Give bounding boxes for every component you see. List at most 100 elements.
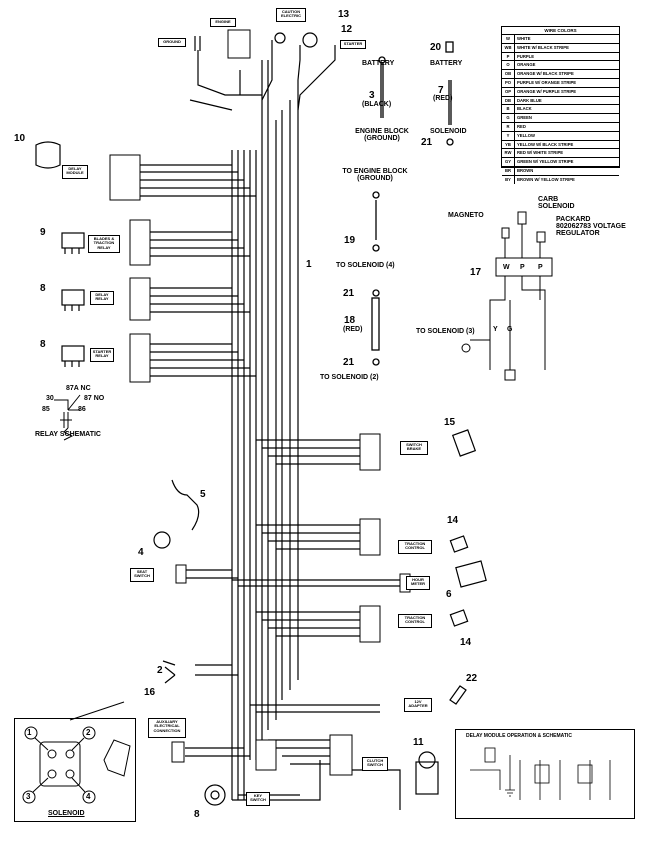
- legend-color-name: RED W/ WHITE STRIPE: [517, 150, 564, 156]
- reg-pin-y: Y: [493, 326, 498, 333]
- legend-title: WIRE COLORS: [502, 27, 619, 35]
- legend-code: BY: [502, 175, 515, 184]
- legend-color-name: BROWN W/ YELLOW STRIPE: [517, 176, 575, 182]
- relay-85-label: 85: [42, 406, 50, 413]
- legend-code: BR: [502, 166, 515, 175]
- legend-color-name: RED: [517, 123, 526, 129]
- callout-7: 7: [438, 85, 444, 96]
- legend-code: PO: [502, 78, 515, 87]
- legend-color-name: ORANGE: [517, 62, 536, 68]
- relay-30-label: 30: [46, 395, 54, 402]
- relay-87a-label: 87A NC: [66, 385, 91, 392]
- seat-switch-label: SEAT SWITCH: [130, 568, 154, 582]
- relay-86-label: 86: [78, 406, 86, 413]
- legend-color-name: ORANGE W/ PURPLE STRIPE: [517, 88, 577, 94]
- legend-code: Y: [502, 131, 515, 140]
- callout-5: 5: [200, 489, 206, 500]
- reg-pin-w: W: [503, 264, 510, 271]
- delay-module-schematic-box: [455, 729, 635, 819]
- callout-12: 12: [341, 24, 353, 35]
- blades-traction-relay-label: BLADES & TRACTION RELAY: [88, 235, 120, 253]
- callout-8-top: 8: [40, 283, 46, 294]
- relay-schematic-label: RELAY SCHEMATIC: [35, 431, 101, 438]
- callout-3: 3: [369, 90, 375, 101]
- misc-components: [153, 32, 487, 806]
- switch-brake-label: SWITCH BRAKE: [400, 441, 428, 455]
- battery-label-right: BATTERY: [430, 60, 463, 67]
- legend-color-name: ORANGE W/ BLACK STRIPE: [517, 71, 574, 77]
- callout-17: 17: [470, 267, 482, 278]
- black-label: (BLACK): [362, 101, 392, 108]
- delay-module-schematic: [470, 747, 611, 800]
- callout-2: 2: [157, 665, 163, 676]
- key-switch-label: KEY SWITCH: [246, 792, 270, 806]
- callout-13: 13: [338, 9, 350, 20]
- callout-21-bottom: 21: [343, 357, 355, 368]
- legend-color-name: DARK BLUE: [517, 97, 542, 103]
- starter-label: STARTER: [340, 40, 366, 49]
- legend-code: DB: [502, 96, 515, 105]
- solenoid-inset: [14, 718, 136, 822]
- legend-color-name: GREEN: [517, 115, 532, 121]
- engine-block-ground-label: ENGINE BLOCK (GROUND): [355, 128, 409, 142]
- callout-16: 16: [144, 687, 156, 698]
- to-solenoid-4-label: TO SOLENOID (4): [336, 262, 395, 269]
- clutch-switch-label: CLUTCH SWITCH: [362, 757, 388, 771]
- legend-color-name: BROWN: [517, 167, 534, 173]
- caution-electric-label: CAUTION ELECTRIC: [276, 8, 306, 22]
- callout-14-bottom: 14: [460, 637, 472, 648]
- callout-21-top: 21: [421, 137, 433, 148]
- reg-pin-p2: P: [538, 264, 543, 271]
- solenoid-terminal-3: 3: [26, 792, 31, 801]
- to-solenoid-3-label: TO SOLENOID (3): [416, 328, 475, 335]
- callout-22: 22: [466, 673, 478, 684]
- voltage-regulator-label: PACKARD 802062783 VOLTAGE REGULATOR: [556, 216, 626, 237]
- callout-19: 19: [344, 235, 356, 246]
- solenoid-label-top: SOLENOID: [430, 128, 467, 135]
- starter-relay-label: STARTER RELAY: [90, 348, 114, 362]
- regulator-circuit: [461, 211, 553, 381]
- legend-color-name: PURPLE W/ ORANGE STRIPE: [517, 79, 577, 85]
- ground-label: GROUND: [158, 38, 186, 47]
- auxiliary-connection-label: AUXILIARY ELECTRICAL CONNECTION: [148, 718, 186, 738]
- legend-code: B: [502, 105, 515, 114]
- callout-1: 1: [306, 259, 312, 270]
- magneto-label: MAGNETO: [448, 212, 484, 219]
- legend-color-name: WHITE W/ BLACK STRIPE: [517, 44, 569, 50]
- callout-11: 11: [413, 737, 424, 748]
- legend-code: WB: [502, 43, 515, 52]
- reg-pin-g: G: [507, 326, 513, 333]
- callout-8-key: 8: [194, 809, 200, 820]
- to-solenoid-2-label: TO SOLENOID (2): [320, 374, 379, 381]
- legend-code: GY: [502, 158, 515, 166]
- solenoid-inset-label: SOLENOID: [48, 810, 85, 817]
- carb-solenoid-label: CARB SOLENOID: [538, 196, 575, 210]
- callout-21-mid: 21: [343, 288, 355, 299]
- legend-color-name: WHITE: [517, 36, 531, 41]
- delay-module-label: DELAY MODULE: [62, 165, 88, 179]
- battery-cables: [371, 41, 454, 366]
- legend-color-name: BLACK: [517, 106, 532, 112]
- engine-label: ENGINE: [210, 18, 236, 27]
- legend-code: RW: [502, 149, 515, 158]
- solenoid-terminal-1: 1: [27, 728, 32, 737]
- legend-code: G: [502, 114, 515, 122]
- callout-4: 4: [138, 547, 144, 558]
- delay-schematic-title: DELAY MODULE OPERATION & SCHEMATIC: [466, 733, 572, 739]
- legend-color-name: PURPLE: [517, 53, 534, 59]
- delay-relay-label: DELAY RELAY: [90, 291, 114, 305]
- solenoid-inset-drawing: [22, 701, 131, 804]
- legend-color-name: GREEN W/ YELLOW STRIPE: [517, 159, 574, 165]
